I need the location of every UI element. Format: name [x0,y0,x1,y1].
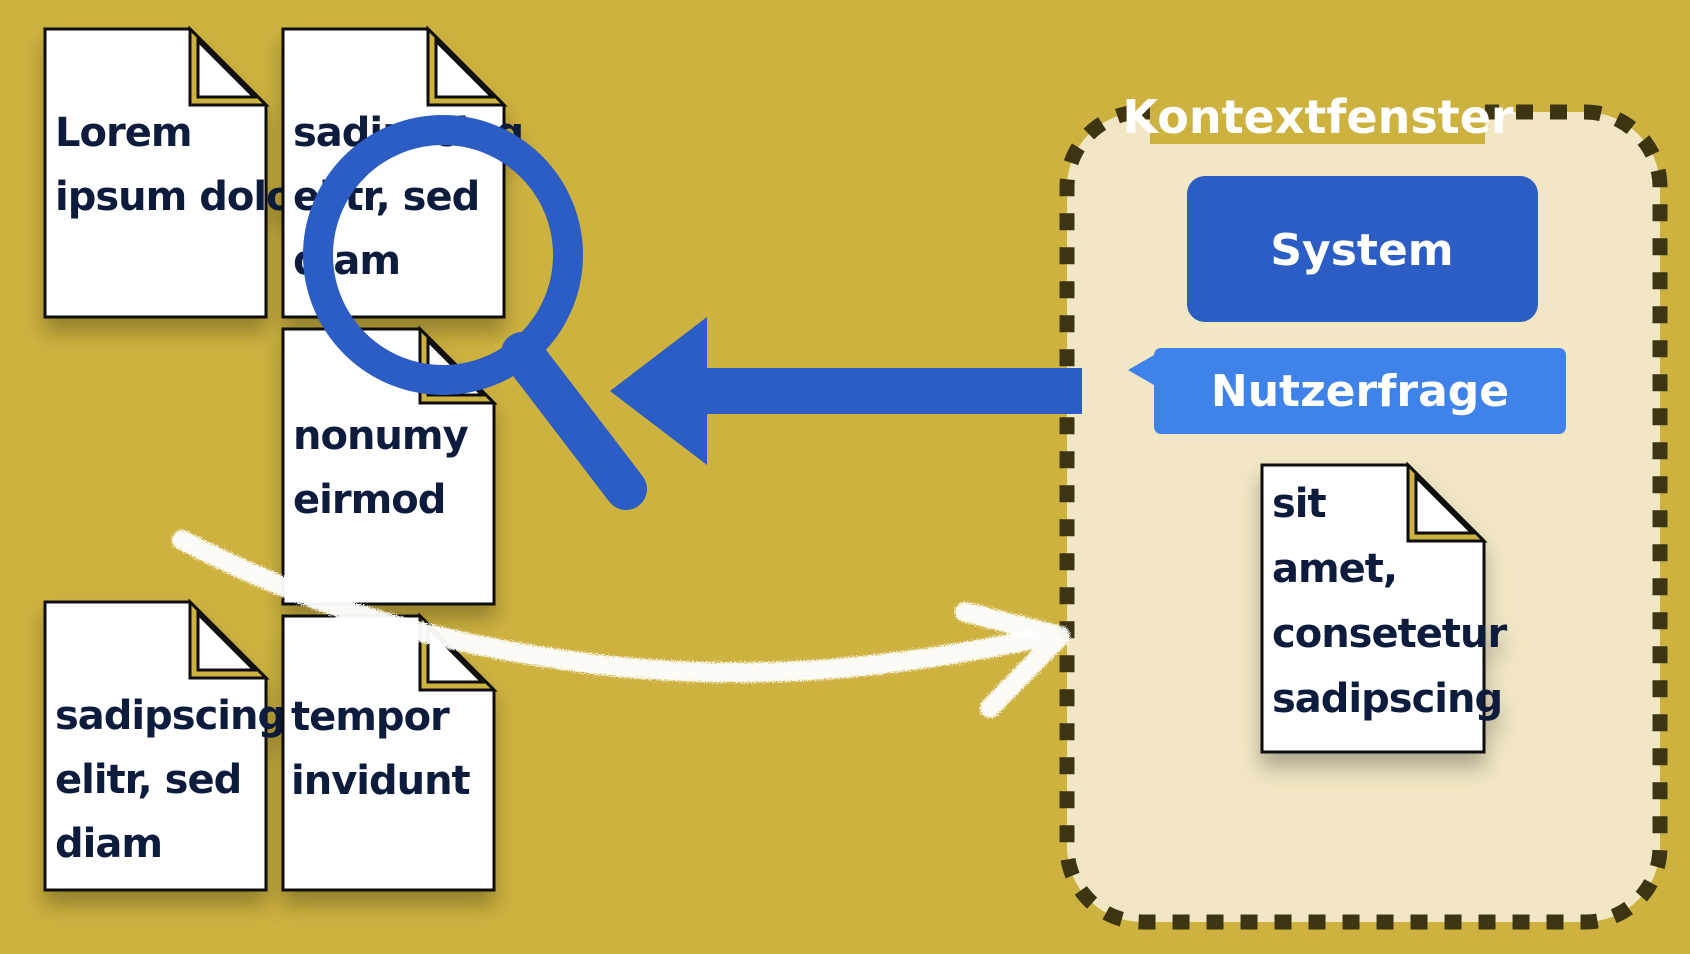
document-line: diam [55,821,162,867]
document-line: elitr, sed [55,757,241,803]
arrow-left-icon [610,317,1082,465]
document-line: ipsum dolor [55,174,313,220]
context-window-title: Kontextfenster [1122,90,1514,144]
system-box: System [1187,176,1538,322]
question-box: Nutzerfrage [1128,348,1566,434]
system-label: System [1270,225,1453,276]
document-line: Lorem [55,110,192,156]
context-document-line: amet, [1272,546,1397,592]
source-document-5: tempor invidunt [281,612,498,892]
document-line: nonumy [293,413,469,459]
document-line: tempor [291,694,450,740]
magnifier-icon [303,115,647,510]
source-document-4: sadipscing elitr, sed diam [43,598,286,892]
document-line: sadipscing [55,693,285,739]
context-window: Kontextfenster System Nutzerfrage sit am… [1059,88,1668,930]
context-document: sit amet, consetetur sadipscing [1260,461,1508,754]
question-label: Nutzerfrage [1211,366,1509,417]
document-line: invidunt [291,758,471,804]
document-line: eirmod [293,477,445,523]
source-document-1: Lorem ipsum dolor [43,25,314,319]
context-window-title-bg [1150,88,1485,144]
context-document-line: consetetur [1272,611,1507,657]
context-document-line: sadipscing [1272,676,1502,722]
chalk-arrow-icon [172,530,1070,718]
context-document-line: sit [1272,481,1327,527]
